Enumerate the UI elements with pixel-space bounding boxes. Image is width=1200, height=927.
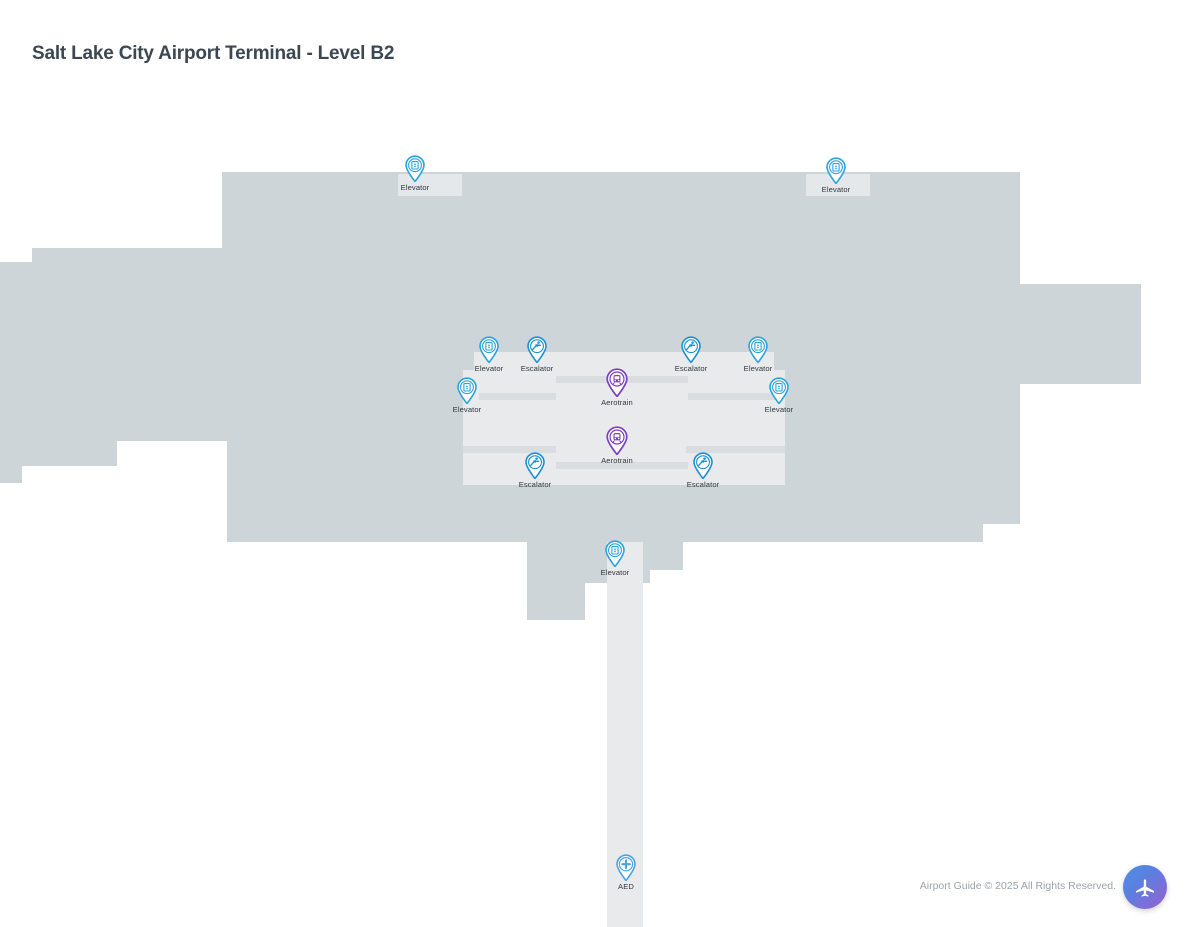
- map-marker-elevator-mid-right[interactable]: Elevator: [734, 377, 824, 414]
- marker-label: Escalator: [518, 480, 552, 489]
- marker-label: Escalator: [520, 364, 554, 373]
- marker-label: Elevator: [600, 568, 630, 577]
- page-title: Salt Lake City Airport Terminal - Level …: [32, 42, 395, 64]
- marker-label: Elevator: [764, 405, 794, 414]
- elevator-icon: [444, 336, 534, 363]
- map-marker-escalator-upper-right[interactable]: Escalator: [646, 336, 736, 373]
- map-marker-aerotrain-south[interactable]: Aerotrain: [572, 426, 662, 465]
- aed-plus-icon: [581, 854, 671, 881]
- marker-label: Elevator: [821, 185, 851, 194]
- train-icon: [572, 426, 662, 455]
- map-marker-elevator-mid-left[interactable]: Elevator: [422, 377, 512, 414]
- elevator-icon: [734, 377, 824, 404]
- map-marker-escalator-lower-left[interactable]: Escalator: [490, 452, 580, 489]
- marker-label: Aerotrain: [601, 456, 633, 465]
- escalator-icon: [658, 452, 748, 479]
- map-marker-elevator-upper-left[interactable]: Elevator: [444, 336, 534, 373]
- marker-label: Elevator: [743, 364, 773, 373]
- marker-label: Aerotrain: [601, 398, 633, 407]
- map-marker-elevator-upper-right[interactable]: Elevator: [713, 336, 803, 373]
- escalator-icon: [646, 336, 736, 363]
- marker-label: Elevator: [400, 183, 430, 192]
- map-marker-aed[interactable]: AED: [581, 854, 671, 891]
- marker-label: Elevator: [474, 364, 504, 373]
- footer-copyright: Airport Guide © 2025 All Rights Reserved…: [919, 880, 1116, 892]
- marker-label: Elevator: [452, 405, 482, 414]
- escalator-icon: [492, 336, 582, 363]
- elevator-icon: [791, 157, 881, 184]
- map-marker-aerotrain-north[interactable]: Aerotrain: [572, 368, 662, 407]
- map-marker-escalator-lower-right[interactable]: Escalator: [658, 452, 748, 489]
- escalator-icon: [490, 452, 580, 479]
- airplane-icon: [1133, 875, 1157, 899]
- map-marker-elevator-south[interactable]: Elevator: [570, 540, 660, 577]
- airplane-fab-button[interactable]: [1123, 865, 1167, 909]
- elevator-icon: [570, 540, 660, 567]
- map-marker-escalator-upper-left[interactable]: Escalator: [492, 336, 582, 373]
- marker-label: AED: [618, 882, 634, 891]
- map-marker-elevator-north-west[interactable]: Elevator: [370, 155, 460, 192]
- marker-label: Escalator: [686, 480, 720, 489]
- map-marker-elevator-north-east[interactable]: Elevator: [791, 157, 881, 194]
- elevator-icon: [422, 377, 512, 404]
- marker-label: Escalator: [674, 364, 708, 373]
- elevator-icon: [713, 336, 803, 363]
- elevator-icon: [370, 155, 460, 182]
- train-icon: [572, 368, 662, 397]
